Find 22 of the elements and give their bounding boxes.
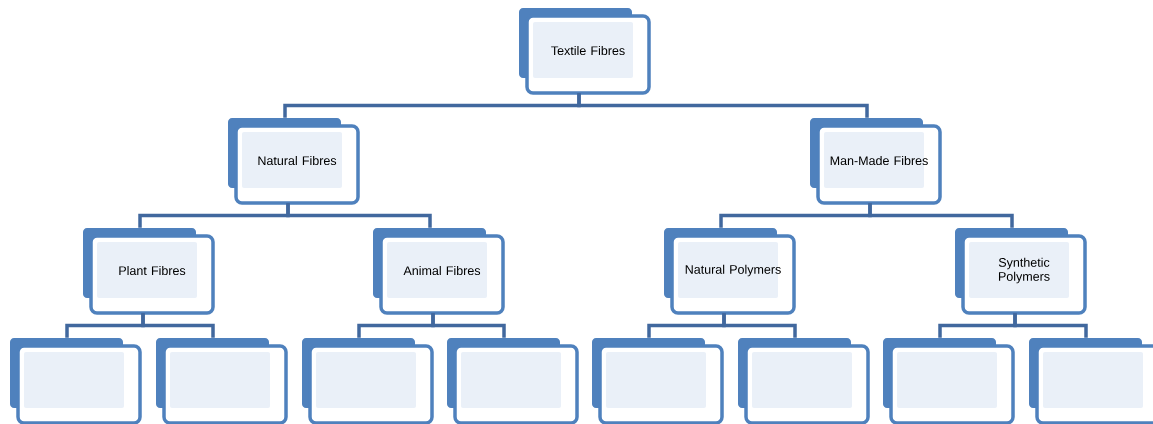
connector bbox=[286, 203, 432, 228]
text-box: Animal Fibres bbox=[373, 228, 505, 315]
text-box: Natural Polymers bbox=[664, 228, 796, 315]
empty-box bbox=[592, 338, 724, 424]
connector bbox=[431, 313, 506, 338]
connector bbox=[868, 203, 1014, 228]
text-box: Plant Fibres bbox=[83, 228, 215, 315]
text-box: Textile Fibres bbox=[519, 8, 651, 95]
connector bbox=[577, 93, 869, 118]
empty-box bbox=[302, 338, 434, 424]
empty-box bbox=[156, 338, 288, 424]
empty-box bbox=[1029, 338, 1153, 424]
text-box: Natural Fibres bbox=[228, 118, 360, 205]
empty-box bbox=[883, 338, 1015, 424]
text-box: Man-Made Fibres bbox=[810, 118, 942, 205]
connector bbox=[1013, 313, 1088, 338]
empty-box bbox=[10, 338, 142, 424]
text-box: Synthetic Polymers bbox=[955, 228, 1087, 315]
empty-box bbox=[447, 338, 579, 424]
empty-box bbox=[738, 338, 870, 424]
connector bbox=[141, 313, 215, 338]
connector bbox=[722, 313, 797, 338]
